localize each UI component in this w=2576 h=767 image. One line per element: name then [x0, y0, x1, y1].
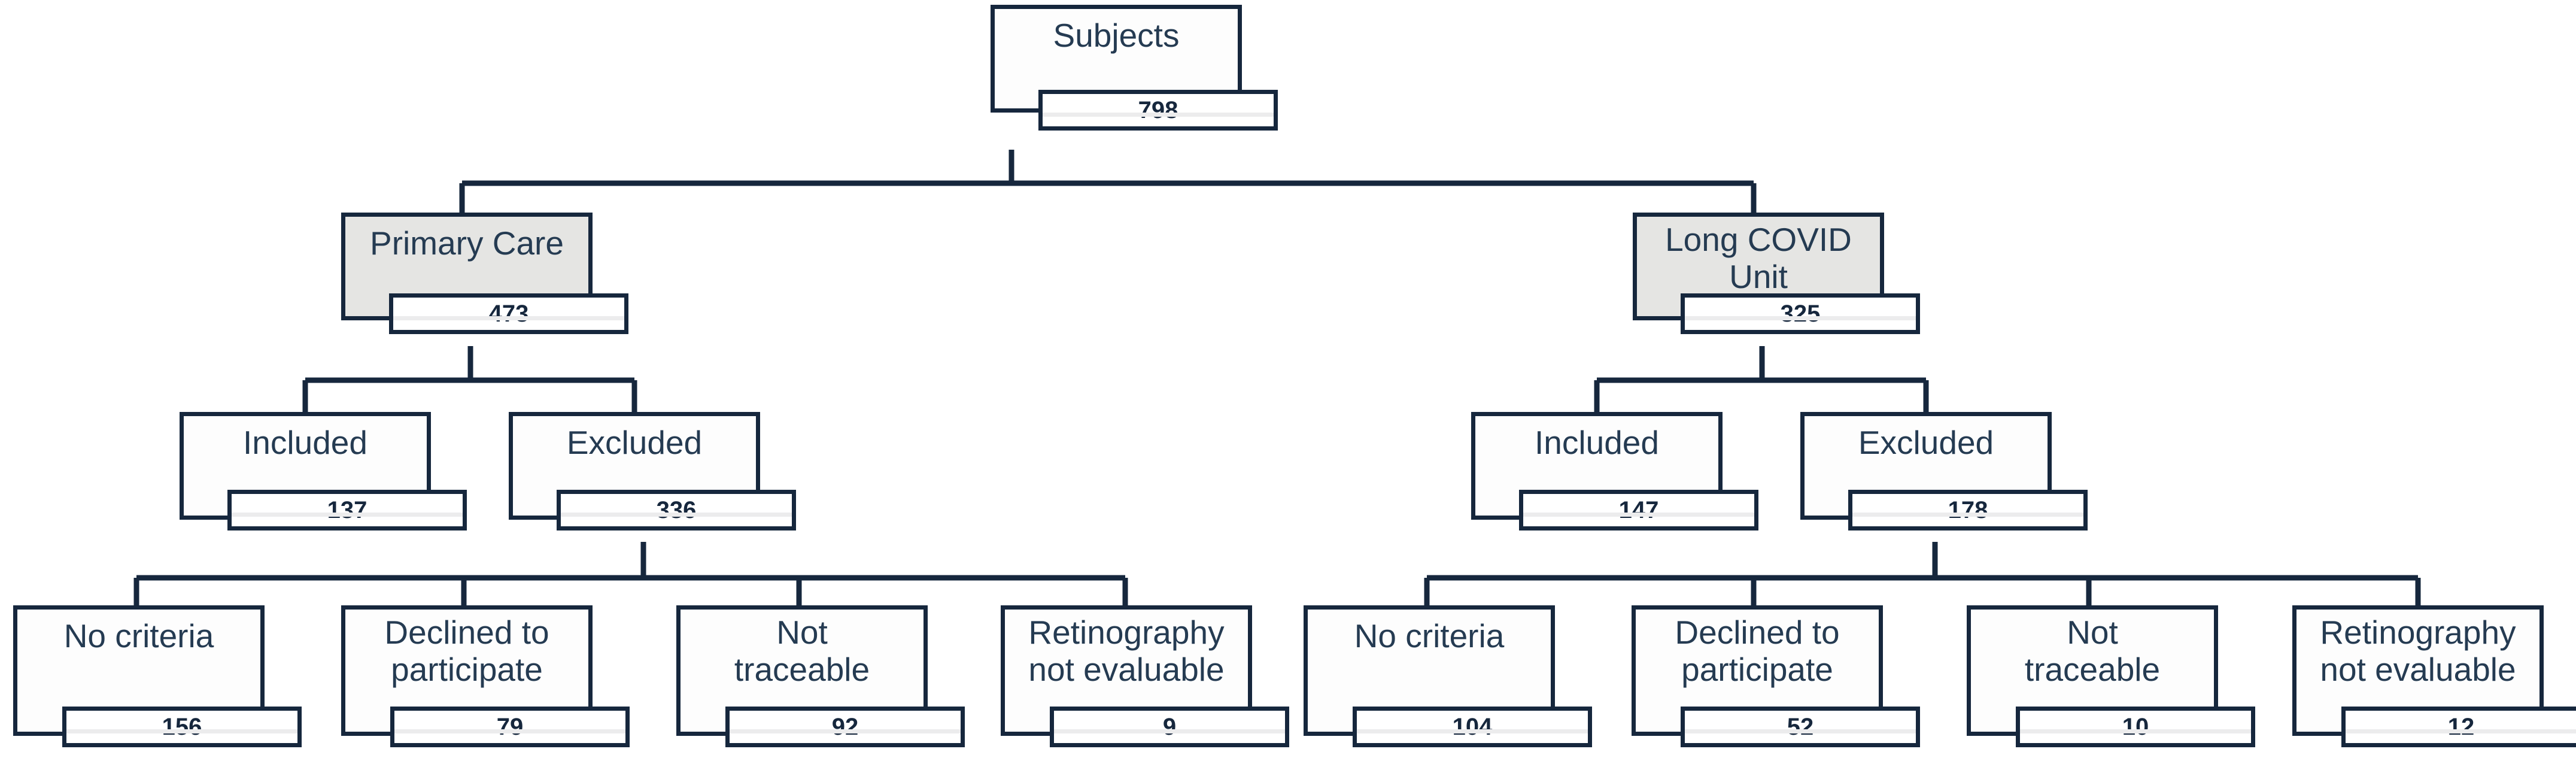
node-pc-reason-3-label: Not traceable: [734, 614, 870, 688]
node-pc-reason-1-label: No criteria: [63, 617, 214, 654]
node-lc-reason-4-badge[interactable]: 12: [2341, 707, 2576, 747]
node-primary-care-label: Primary Care: [370, 225, 564, 262]
node-pc-reason-4-badge[interactable]: 9: [1050, 707, 1289, 747]
node-lc-reason-4-value: 12: [2447, 714, 2475, 740]
node-lc-reason-2-label: Declined to participate: [1675, 614, 1840, 688]
node-lc-reason-4-label: Retinography not evaluable: [2320, 614, 2516, 688]
node-long-covid-unit-value: 325: [1780, 301, 1821, 327]
node-pc-excluded-value: 336: [656, 497, 697, 523]
node-pc-reason-1-badge[interactable]: 156: [62, 707, 302, 747]
node-pc-included-value: 137: [327, 497, 367, 523]
node-subjects-value: 798: [1138, 97, 1178, 123]
node-lc-reason-2-value: 52: [1787, 714, 1814, 740]
node-pc-reason-4-value: 9: [1162, 714, 1177, 740]
node-lc-reason-2-badge[interactable]: 52: [1681, 707, 1920, 747]
node-pc-included-badge[interactable]: 137: [227, 490, 467, 530]
node-subjects-badge[interactable]: 798: [1038, 90, 1278, 131]
node-long-covid-unit-label: Long COVID Unit: [1665, 221, 1852, 295]
node-lc-reason-1-value: 104: [1452, 714, 1493, 740]
node-lc-included-value: 147: [1618, 497, 1659, 523]
node-pc-reason-4-label: Retinography not evaluable: [1028, 614, 1225, 688]
node-pc-reason-3-box[interactable]: Not traceable: [676, 605, 928, 736]
node-pc-reason-3-value: 92: [831, 714, 859, 740]
node-lc-reason-1-badge[interactable]: 104: [1353, 707, 1592, 747]
node-lc-reason-3-value: 10: [2122, 714, 2149, 740]
node-primary-care-value: 473: [488, 301, 529, 327]
node-lc-included-label: Included: [1535, 424, 1659, 461]
node-long-covid-unit-badge[interactable]: 325: [1681, 293, 1920, 334]
node-lc-reason-3-label: Not traceable: [2024, 614, 2161, 688]
node-pc-reason-2-value: 79: [496, 714, 524, 740]
node-lc-excluded-label: Excluded: [1858, 424, 1994, 461]
node-lc-reason-3-badge[interactable]: 10: [2016, 707, 2255, 747]
node-subjects-label: Subjects: [1053, 17, 1180, 54]
node-lc-reason-1-label: No criteria: [1354, 617, 1505, 654]
node-pc-included-label: Included: [243, 424, 367, 461]
node-pc-reason-3-badge[interactable]: 92: [725, 707, 965, 747]
node-pc-excluded-badge[interactable]: 336: [557, 490, 796, 530]
node-lc-excluded-value: 178: [1948, 497, 1988, 523]
node-lc-excluded-badge[interactable]: 178: [1848, 490, 2088, 530]
node-lc-included-badge[interactable]: 147: [1519, 490, 1758, 530]
node-pc-excluded-label: Excluded: [566, 424, 703, 461]
node-primary-care-badge[interactable]: 473: [389, 293, 628, 334]
node-pc-reason-1-value: 156: [162, 714, 202, 740]
node-pc-reason-2-label: Declined to participate: [384, 614, 549, 688]
node-pc-reason-2-badge[interactable]: 79: [390, 707, 630, 747]
